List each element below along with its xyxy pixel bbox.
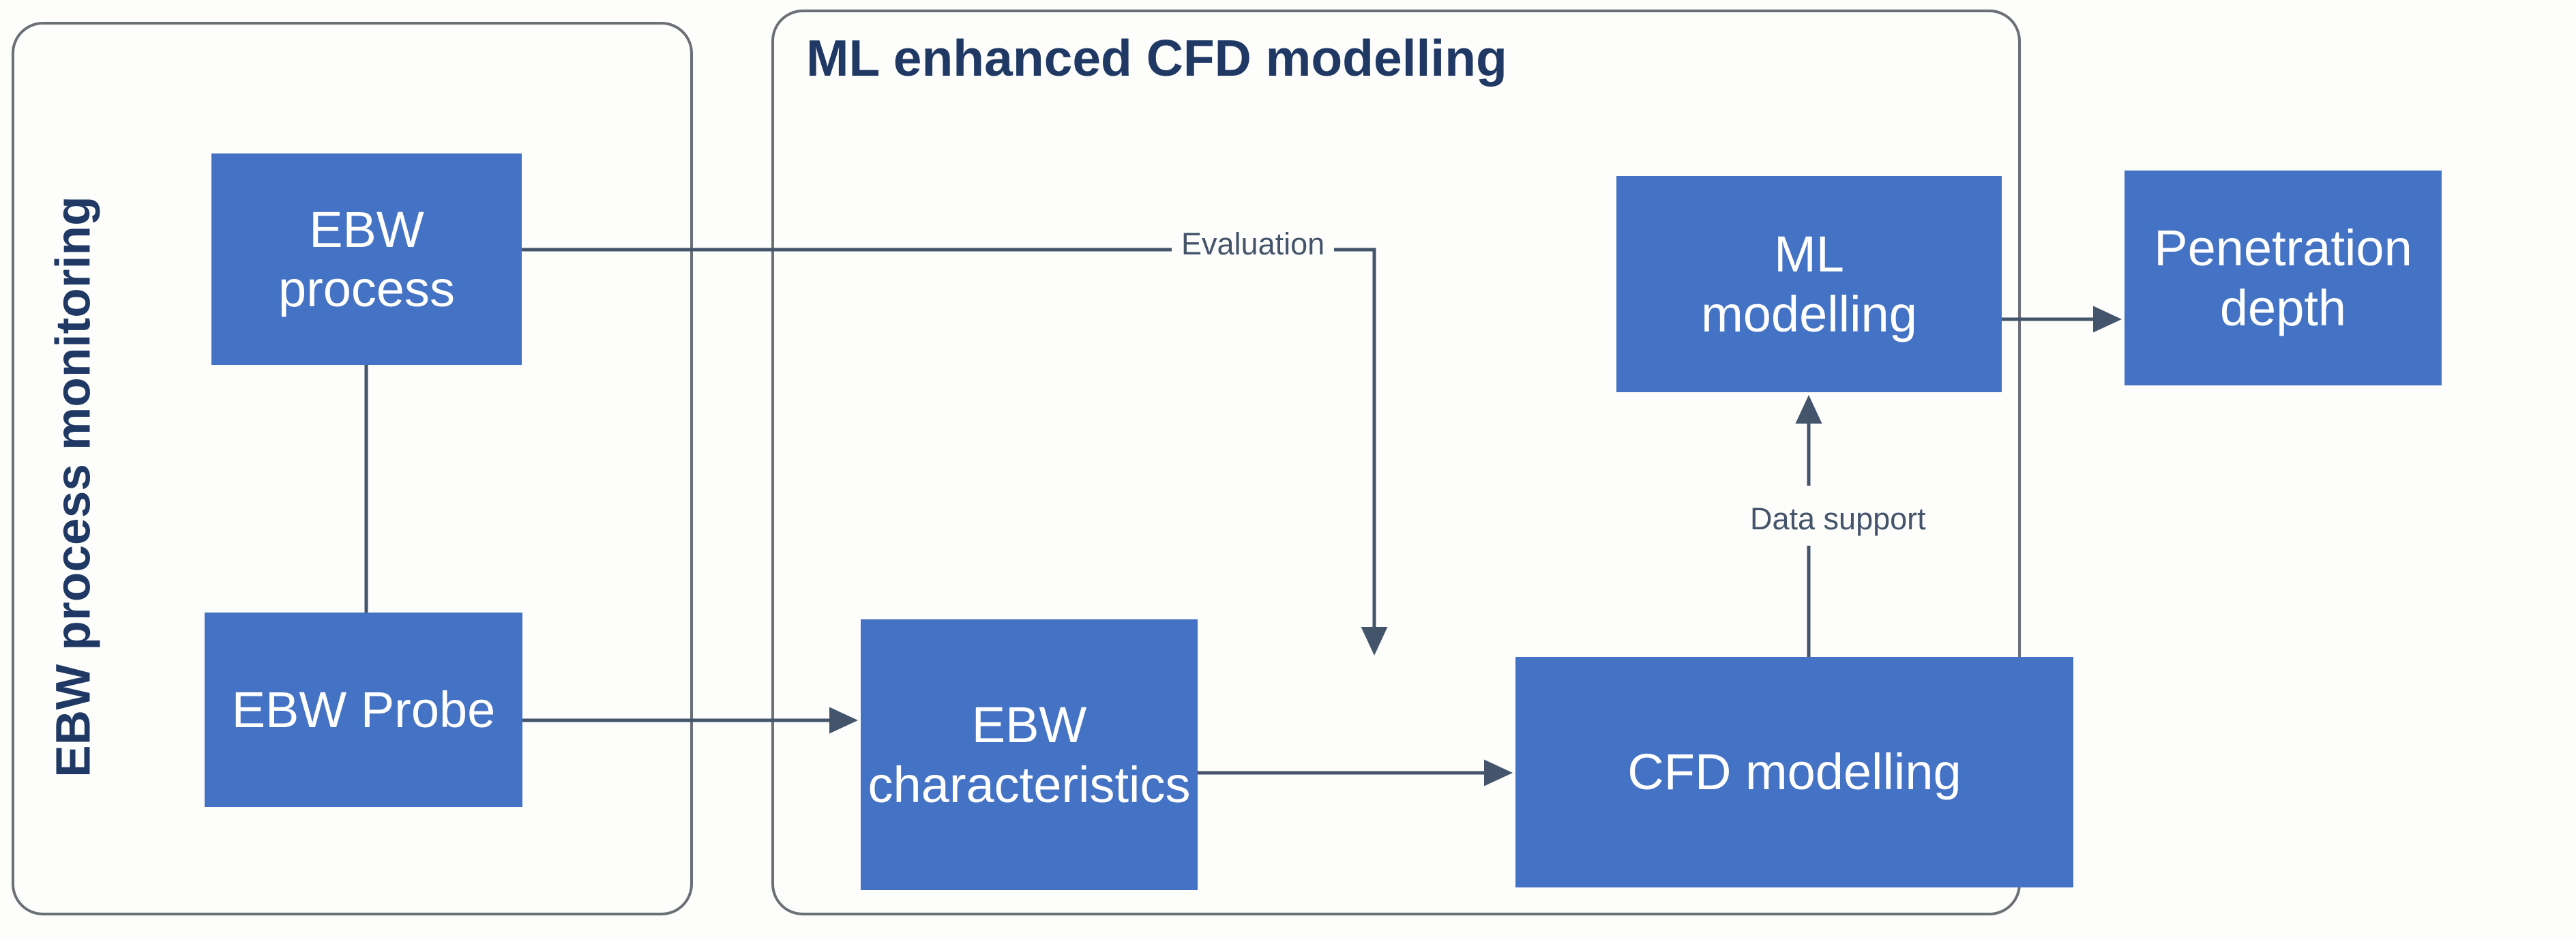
panel-right-title: ML enhanced CFD modelling <box>806 29 1507 87</box>
edge-label-evaluation: Evaluation <box>1172 229 1335 259</box>
node-ml-modelling[interactable]: ML modelling <box>1616 176 2002 392</box>
node-cfd-modelling[interactable]: CFD modelling <box>1515 657 2073 887</box>
node-ebw-process[interactable]: EBW process <box>211 153 522 365</box>
panel-left-title: EBW process monitoring <box>46 196 101 778</box>
edge-label-data-support: Data support <box>1741 503 1936 534</box>
node-ebw-characteristics[interactable]: EBW characteristics <box>861 619 1198 890</box>
node-ebw-probe[interactable]: EBW Probe <box>205 613 522 807</box>
node-penetration-depth[interactable]: Penetration depth <box>2125 171 2442 385</box>
